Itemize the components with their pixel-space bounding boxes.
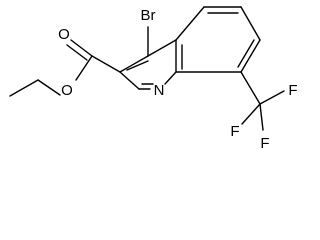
fluorine-label-bottom: F — [260, 135, 269, 152]
bond-layer — [9, 6, 285, 131]
fluorine-label-left: F — [230, 123, 239, 140]
bond-carbonyl-o — [70, 39, 93, 57]
bond-c7-c8 — [240, 39, 261, 73]
ether-oxygen-label: O — [61, 82, 73, 99]
bond-c4a-c5 — [175, 6, 205, 41]
bond-c2-c3 — [119, 71, 140, 90]
bond-c8-cf3 — [240, 71, 261, 105]
nitrogen-label: N — [154, 82, 165, 99]
bond-c3-c4-inner — [126, 60, 149, 71]
quinoline-structure: Br O O N F F F — [9, 6, 298, 152]
bond-ether-o-ch2 — [37, 79, 61, 96]
carbonyl-oxygen-label: O — [58, 26, 70, 43]
bond-c7-c8-inner — [237, 39, 255, 68]
bond-c3-c4 — [119, 55, 149, 73]
label-layer: Br O O N F F F — [58, 7, 297, 152]
bond-cf3-f-bottom — [259, 103, 264, 131]
bond-c8a-n1 — [164, 71, 177, 85]
bond-cf3-f-left — [241, 103, 261, 125]
bond-c3-carbonyl — [91, 55, 121, 73]
bond-ch2-ch3 — [9, 79, 39, 97]
bond-carbonyl-o-inner — [66, 44, 88, 61]
bond-cf3-f-top — [259, 90, 285, 105]
bond-carbonyl-ether-o — [75, 55, 93, 81]
bond-c6-c7 — [240, 6, 261, 41]
fluorine-label-top: F — [288, 82, 297, 99]
bond-c4-c4a — [147, 39, 177, 57]
bromine-label: Br — [141, 7, 156, 24]
